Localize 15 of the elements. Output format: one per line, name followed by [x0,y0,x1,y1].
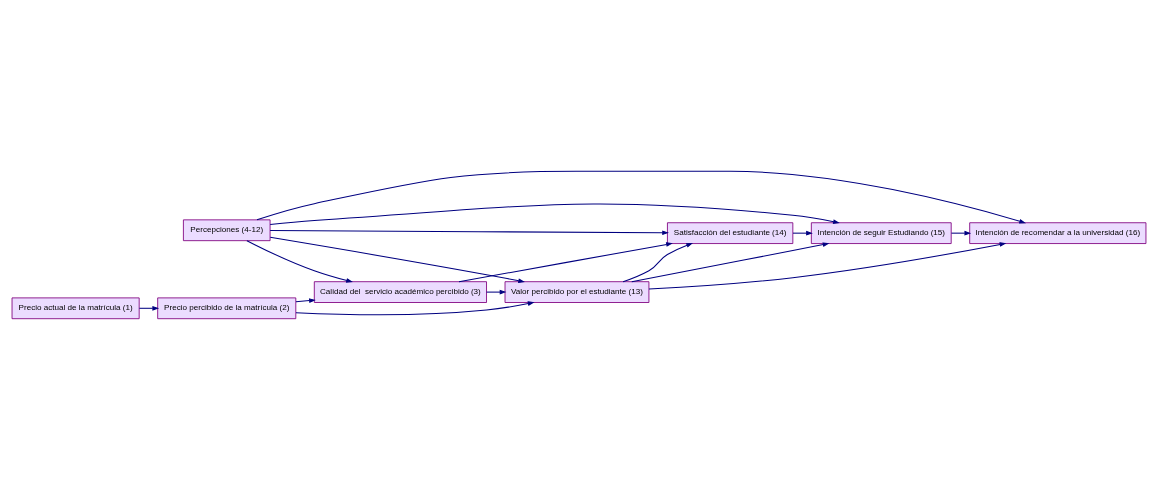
arrow [269,230,669,236]
arrow [269,203,840,226]
arrow [486,289,507,295]
arrow [622,243,694,283]
arrow [792,230,813,236]
arrow [950,230,972,236]
arrow [648,242,1007,290]
arrow [256,170,1026,224]
arrow [458,242,673,283]
arrow [295,301,535,316]
arrow [269,236,525,284]
arrow [138,305,160,311]
arrow [631,242,830,283]
arrow [246,240,353,283]
arrow [295,298,316,303]
